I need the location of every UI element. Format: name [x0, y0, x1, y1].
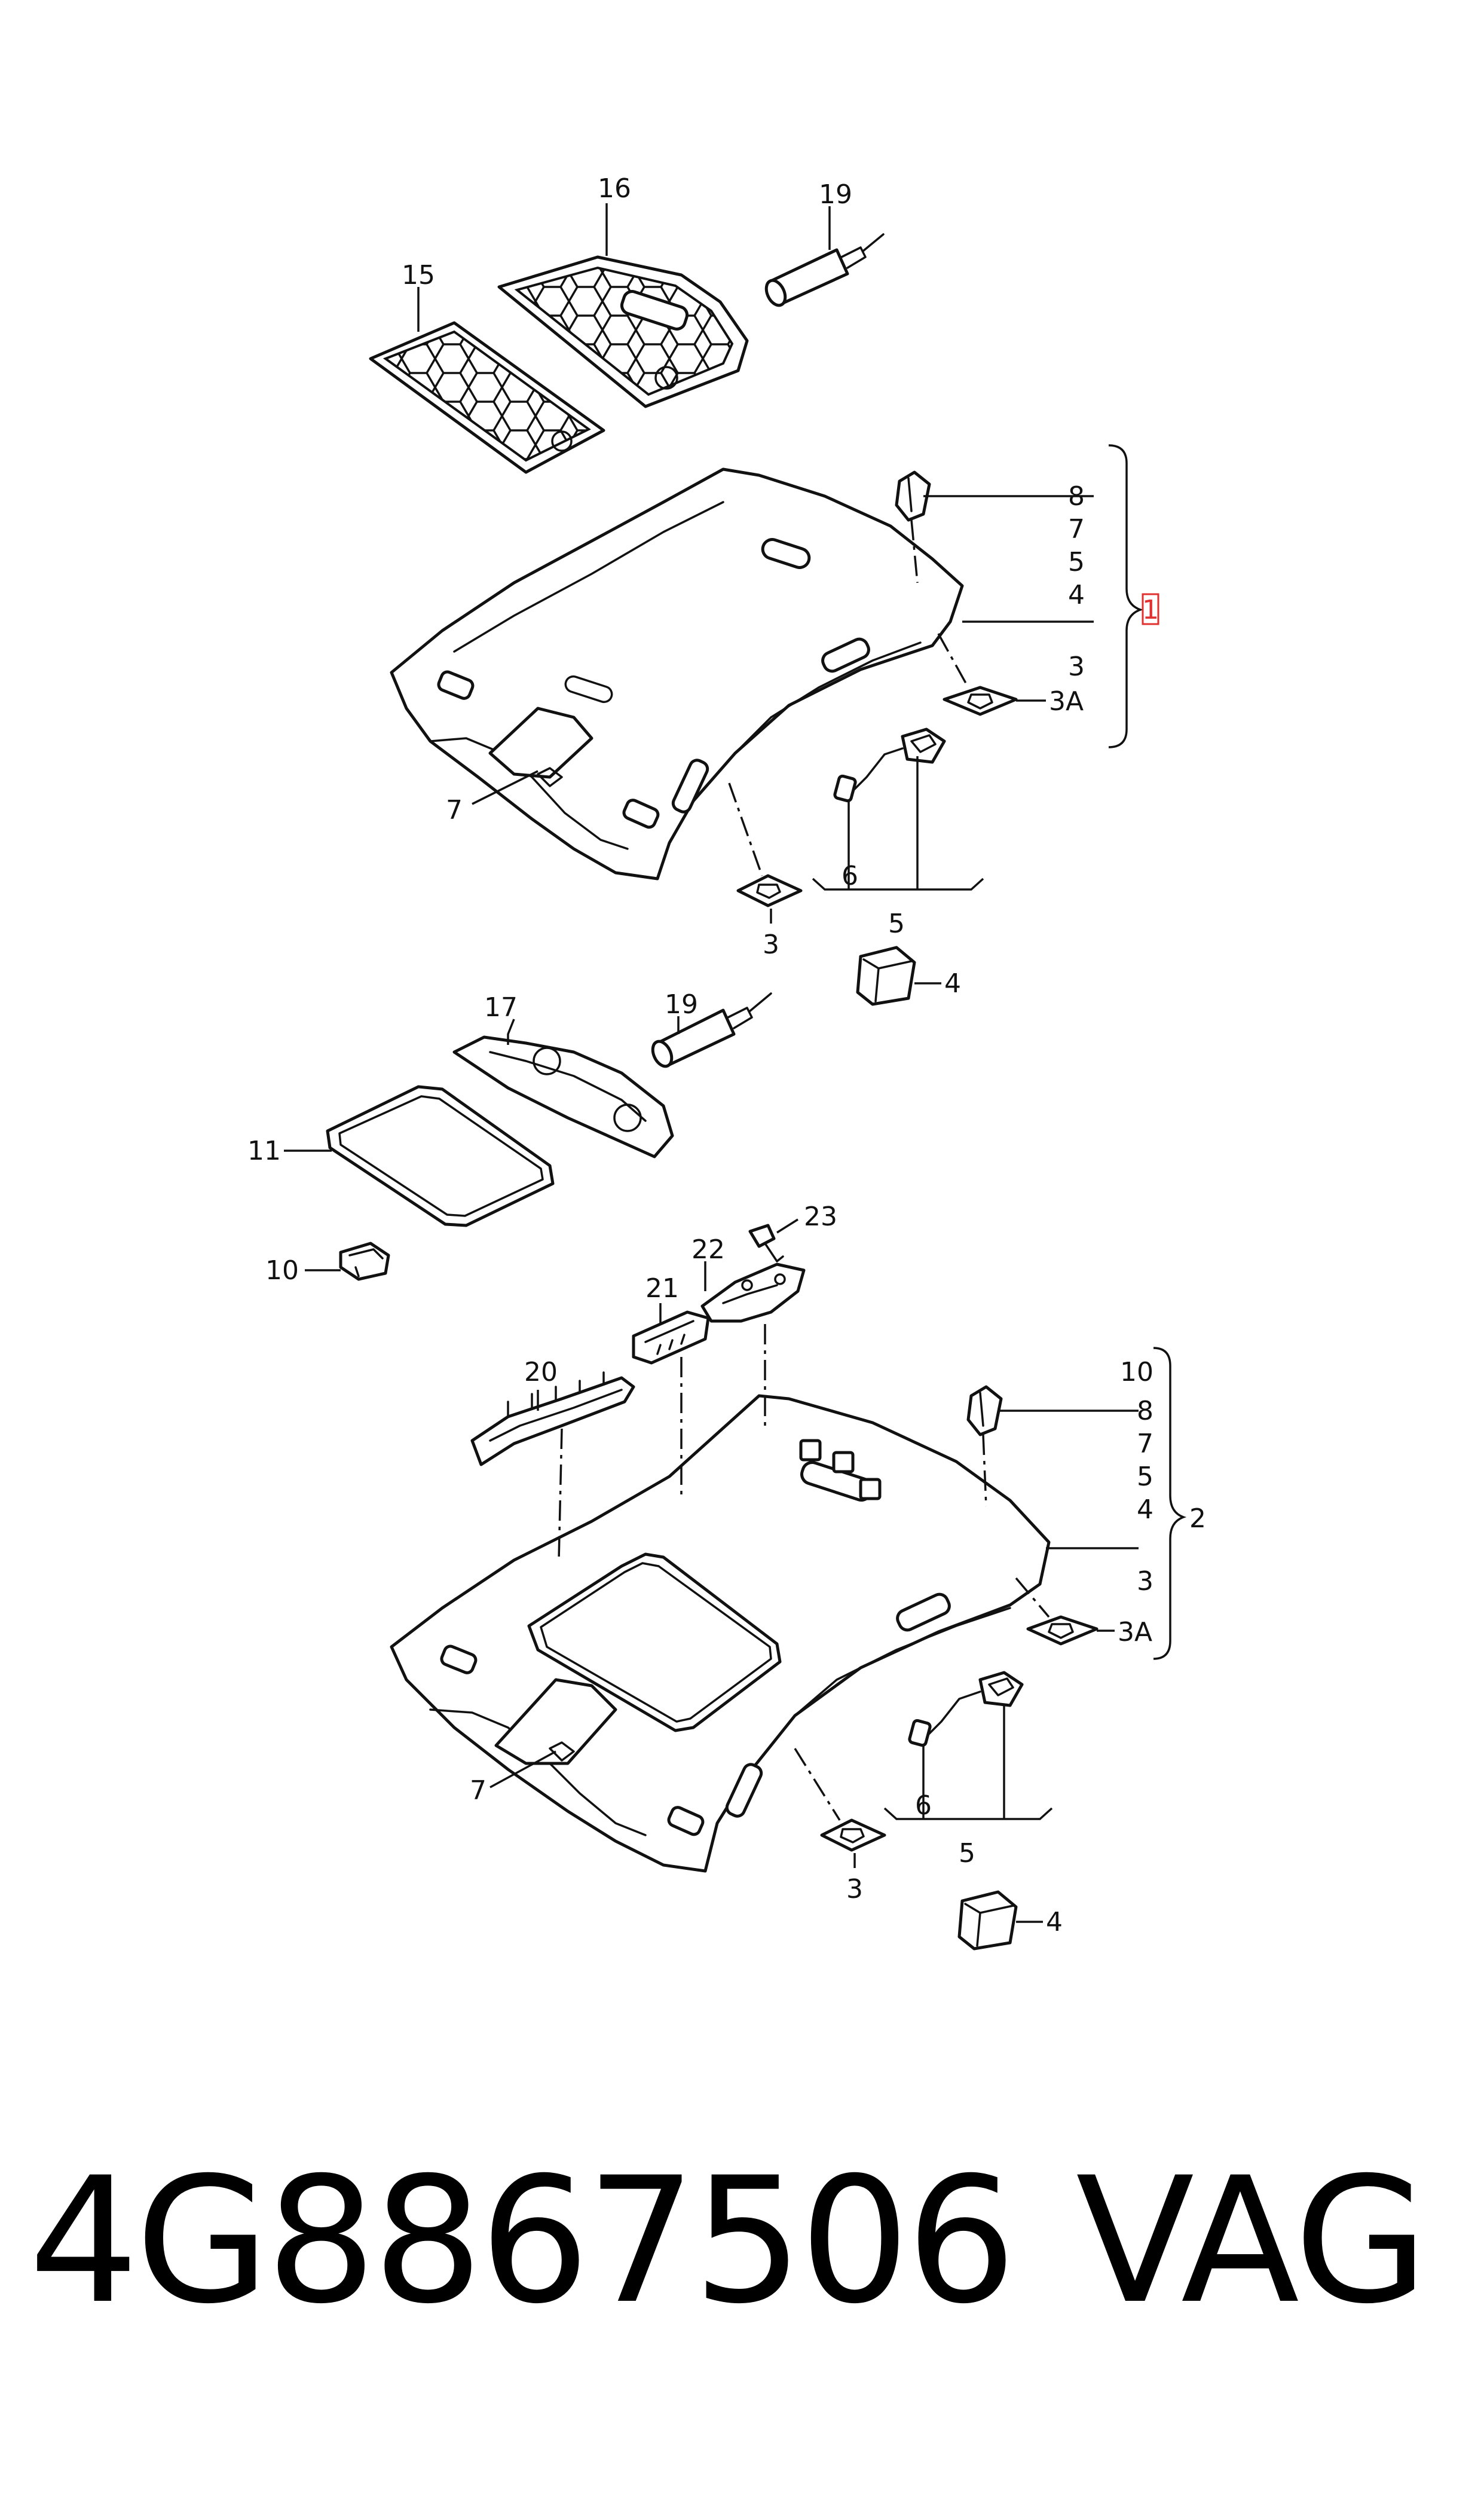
callout-group2-10: 10 [1120, 1357, 1153, 1387]
callout-group1-7: 7 [1068, 514, 1085, 545]
callout-19-middle: 19 [665, 989, 698, 1020]
part-23-clip [748, 1224, 784, 1262]
callout-group1-8: 8 [1068, 481, 1085, 512]
part-10-clip [339, 1242, 390, 1281]
callout-group2-4: 4 [1137, 1494, 1153, 1525]
callout-group2-8: 8 [1137, 1396, 1153, 1426]
callout-7-upper: 7 [446, 795, 463, 826]
part-15-insulation-pad [369, 321, 605, 474]
leader-lines [284, 203, 1139, 1923]
part-number: 4G8867506 [29, 2141, 1017, 2342]
callout-11: 11 [247, 1136, 281, 1166]
part-19-adhesive-tube-middle [651, 992, 772, 1068]
part-4-cap-lower [957, 1890, 1018, 1951]
callout-17: 17 [484, 992, 518, 1023]
callout-6-upper: 6 [842, 861, 858, 891]
callout-5-lower: 5 [959, 1838, 975, 1869]
brand-name: VAG [1076, 2141, 1428, 2342]
group-braces [1108, 444, 1187, 1660]
callout-group2-3A: 3A [1118, 1617, 1152, 1647]
part-3A-clip-lower [1026, 1615, 1099, 1646]
callout-16: 16 [598, 173, 631, 204]
part-22-bracket [700, 1262, 806, 1323]
part-11-sunroof-seal [326, 1085, 555, 1227]
highlighted-part-box [1142, 593, 1159, 625]
callout-22: 22 [691, 1234, 725, 1265]
callout-10: 10 [265, 1255, 299, 1286]
callout-group1-3A: 3A [1049, 686, 1084, 717]
part-16-insulation-pad [497, 255, 749, 408]
callout-4-lower: 4 [1046, 1907, 1063, 1937]
part-8-clip-lower [966, 1385, 1003, 1436]
callout-7-lower: 7 [470, 1775, 486, 1806]
callout-5-upper: 5 [888, 909, 905, 939]
callout-labels: 16 15 19 8 7 5 4 3 3A 1 7 6 5 3 4 19 17 … [247, 173, 1206, 1937]
callout-group1-1: 1 [1142, 595, 1159, 625]
part-6-5-cable-lower [908, 1671, 1024, 1812]
callout-group2-7: 7 [1137, 1429, 1153, 1459]
part-3-clip-upper [736, 874, 803, 907]
part-20-bracket [470, 1371, 635, 1466]
headliner-1 [390, 467, 964, 881]
callout-group2-3: 3 [1137, 1566, 1153, 1597]
part-21-bracket [632, 1310, 710, 1365]
callout-3-upper: 3 [763, 930, 779, 960]
callout-group1-5: 5 [1068, 547, 1085, 577]
callout-21: 21 [645, 1273, 679, 1304]
part-19-adhesive-tube-top [764, 233, 885, 307]
callout-19-top: 19 [819, 179, 852, 210]
callout-4-upper: 4 [944, 968, 961, 999]
callout-group1-3: 3 [1068, 652, 1085, 682]
callout-3-lower: 3 [846, 1874, 863, 1904]
callout-6-lower: 6 [915, 1790, 932, 1821]
product-footer: 4G8867506 VAG [0, 2128, 1484, 2355]
part-6-5-cable-upper [833, 727, 946, 862]
callout-20: 20 [524, 1357, 558, 1387]
callout-group2-2: 2 [1189, 1503, 1206, 1534]
callout-group2-5: 5 [1137, 1462, 1153, 1492]
part-3A-clip-top [943, 686, 1018, 716]
part-8-clip-top [895, 470, 931, 522]
callout-15: 15 [402, 260, 435, 291]
parts-diagram: 16 15 19 8 7 5 4 3 3A 1 7 6 5 3 4 19 17 … [247, 173, 1206, 1951]
part-17-frame-seal [452, 1035, 674, 1158]
callout-23: 23 [804, 1202, 837, 1232]
headliner-2 [390, 1394, 1051, 1873]
part-3-clip-lower [820, 1818, 886, 1852]
callout-group1-4: 4 [1068, 580, 1085, 610]
part-4-cap-upper [856, 946, 916, 1006]
